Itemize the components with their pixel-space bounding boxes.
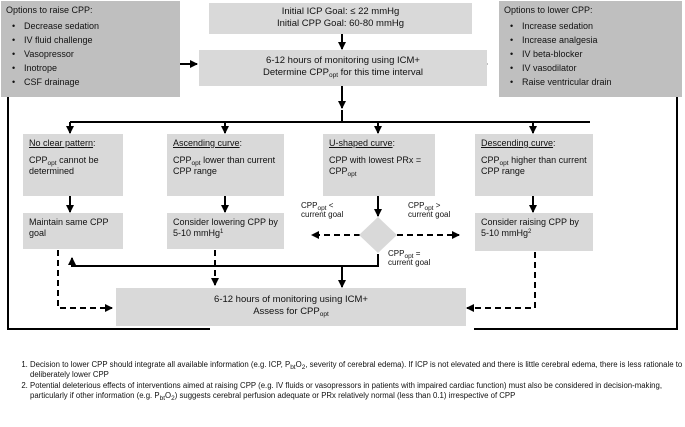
icp-goal: Initial ICP Goal: ≤ 22 mmHg — [281, 6, 400, 17]
consider-raising-box: Consider raising CPP by 5-10 mmHg2 — [475, 213, 593, 251]
consider-lowering-text: Consider lowering CPP by 5-10 mmHg1 — [173, 217, 278, 238]
lower-option-item: IV vasodilator — [504, 61, 677, 75]
maintain-goal-text: Maintain same CPP goal — [29, 217, 109, 238]
monitor-determine-box: 6-12 hours of monitoring using ICM+ Dete… — [199, 50, 487, 86]
raise-option-item: Decrease sedation — [6, 19, 175, 33]
monitor-bottom-line1: 6-12 hours of monitoring using ICM+ — [214, 294, 368, 305]
pattern-no-clear-body: CPPopt cannot be determined — [29, 154, 99, 176]
lower-option-item: Increase analgesia — [504, 33, 677, 47]
raise-option-item: Inotrope — [6, 61, 175, 75]
raise-option-item: CSF drainage — [6, 75, 175, 89]
footnotes: Decision to lower CPP should integrate a… — [8, 360, 685, 403]
dashed-maintain-to-assess — [57, 250, 113, 312]
raise-option-item: IV fluid challenge — [6, 33, 175, 47]
arrow-diamond-to-maintain — [68, 254, 379, 267]
pattern-ascending-title: Ascending curve — [173, 138, 240, 148]
monitor-assess-box: 6-12 hours of monitoring using ICM+ Asse… — [116, 288, 466, 326]
pattern-descending-title: Descending curve — [481, 138, 554, 148]
loop-right-to-lower-options — [474, 63, 681, 330]
raise-options-box: Options to raise CPP: Decrease sedation … — [1, 1, 180, 97]
raise-option-item: Vasopressor — [6, 47, 175, 61]
lower-option-item: Raise ventricular drain — [504, 75, 677, 89]
pattern-no-clear-box: No clear pattern: CPPopt cannot be deter… — [23, 134, 123, 196]
pattern-u-shaped-box: U-shaped curve: CPP with lowest PRx = CP… — [323, 134, 435, 196]
decision-label-equal: CPPopt = current goal — [388, 249, 431, 268]
consider-raising-text: Consider raising CPP by 5-10 mmHg2 — [481, 217, 579, 238]
pattern-no-clear-title: No clear pattern — [29, 138, 94, 148]
consider-lowering-box: Consider lowering CPP by 5-10 mmHg1 — [167, 213, 284, 249]
footnote-item: Potential deleterious effects of interve… — [30, 381, 685, 402]
lower-options-box: Options to lower CPP: Increase sedation … — [499, 1, 682, 97]
lower-options-title: Options to lower CPP: — [504, 5, 593, 15]
decision-diamond — [359, 217, 397, 253]
lower-option-item: IV beta-blocker — [504, 47, 677, 61]
decision-label-less: CPPopt < current goal — [301, 201, 344, 220]
cpp-goal: Initial CPP Goal: 60-80 mmHg — [276, 17, 405, 29]
monitor-top-line2: Determine CPPopt for this time interval — [262, 66, 424, 79]
initial-goals-box: Initial ICP Goal: ≤ 22 mmHg Initial CPP … — [209, 3, 472, 34]
pattern-ascending-body: CPPopt lower than current CPP range — [173, 154, 276, 176]
pattern-descending-body: CPPopt higher than current CPP range — [481, 154, 587, 176]
footnote-item: Decision to lower CPP should integrate a… — [30, 360, 685, 380]
pattern-u-shaped-title: U-shaped curve — [329, 138, 393, 148]
lower-options-list: Increase sedation Increase analgesia IV … — [504, 19, 677, 89]
monitor-top-line1: 6-12 hours of monitoring using ICM+ — [266, 55, 420, 66]
lower-option-item: Increase sedation — [504, 19, 677, 33]
raise-options-title: Options to raise CPP: — [6, 5, 93, 15]
pattern-ascending-box: Ascending curve: CPPopt lower than curre… — [167, 134, 284, 196]
raise-options-list: Decrease sedation IV fluid challenge Vas… — [6, 19, 175, 89]
pattern-descending-box: Descending curve: CPPopt higher than cur… — [475, 134, 593, 196]
loop-left-to-raise-options — [4, 63, 210, 330]
monitor-bottom-line2: Assess for CPPopt — [253, 305, 329, 318]
dashed-raise-to-assess — [466, 252, 536, 312]
decision-label-greater: CPPopt > current goal — [408, 201, 451, 220]
maintain-goal-box: Maintain same CPP goal — [23, 213, 123, 249]
pattern-u-shaped-body: CPP with lowest PRx = CPPopt — [329, 154, 422, 178]
